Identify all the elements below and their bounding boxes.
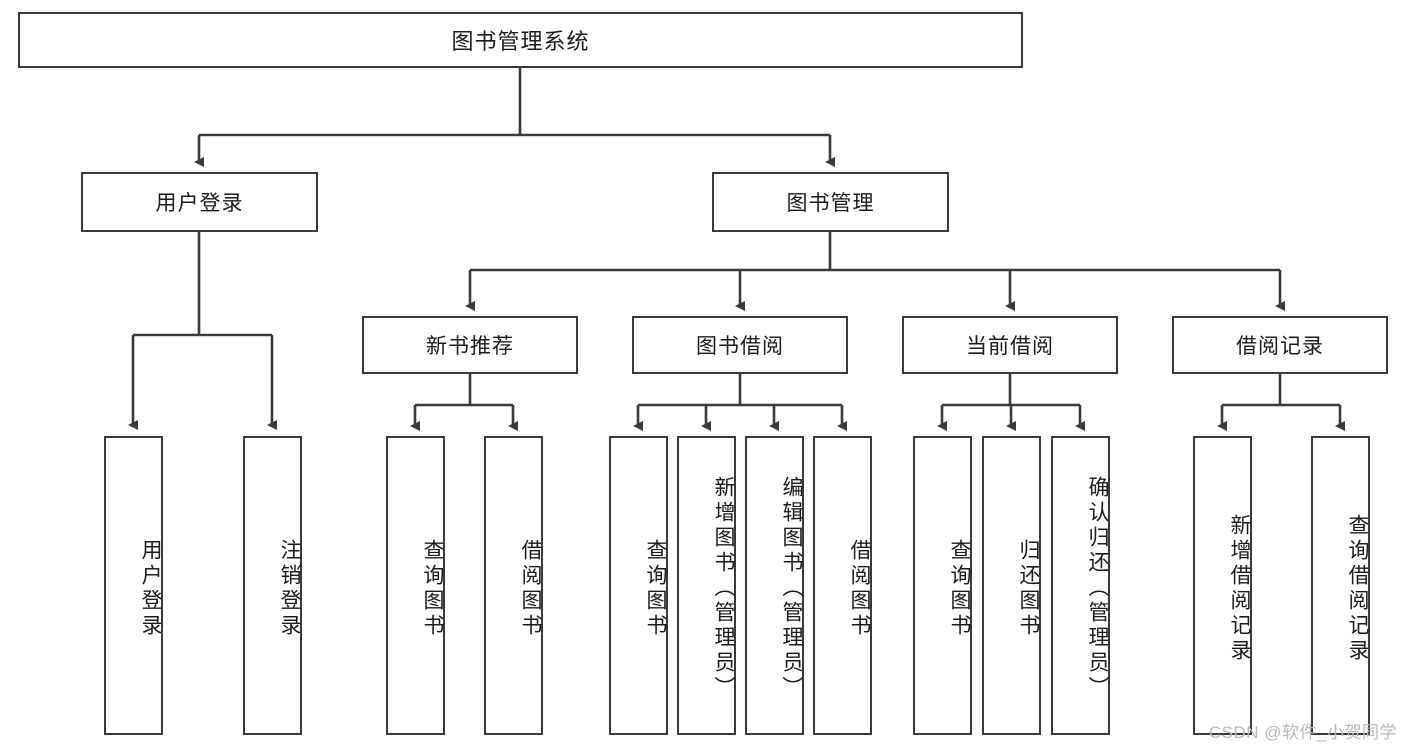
node-borrow-record[interactable]: 借阅记录 bbox=[1172, 316, 1388, 374]
node-label: 编辑图书（管理员） bbox=[780, 476, 803, 701]
leaf-edit-book[interactable]: 编辑图书（管理员） bbox=[745, 436, 804, 735]
node-label: 图书借阅 bbox=[696, 335, 784, 358]
node-book-management[interactable]: 图书管理 bbox=[712, 172, 949, 232]
node-label: 借阅图书 bbox=[519, 538, 542, 639]
node-label: 查询图书 bbox=[644, 538, 667, 639]
node-label: 新增图书（管理员） bbox=[712, 476, 735, 701]
node-label: 确认归还（管理员） bbox=[1086, 476, 1109, 701]
leaf-return-book[interactable]: 归还图书 bbox=[982, 436, 1041, 735]
node-label: 当前借阅 bbox=[966, 335, 1054, 358]
node-label: 新书推荐 bbox=[426, 335, 514, 358]
leaf-confirm-return[interactable]: 确认归还（管理员） bbox=[1051, 436, 1110, 735]
leaf-query-record[interactable]: 查询借阅记录 bbox=[1311, 436, 1370, 735]
leaf-query-book-1[interactable]: 查询图书 bbox=[386, 436, 445, 735]
node-label: 图书管理系统 bbox=[451, 29, 590, 54]
node-label: 查询图书 bbox=[421, 538, 444, 639]
node-label: 新增借阅记录 bbox=[1228, 513, 1251, 664]
node-label: 用户登录 bbox=[155, 192, 244, 215]
leaf-user-login[interactable]: 用户登录 bbox=[104, 436, 163, 735]
node-new-book-recommend[interactable]: 新书推荐 bbox=[362, 316, 578, 374]
node-label: 借阅记录 bbox=[1236, 335, 1324, 358]
leaf-borrow-book-2[interactable]: 借阅图书 bbox=[813, 436, 872, 735]
node-label: 归还图书 bbox=[1017, 538, 1040, 639]
watermark-text: CSDN @软件_小贺同学 bbox=[1208, 723, 1397, 742]
leaf-query-book-2[interactable]: 查询图书 bbox=[609, 436, 668, 735]
leaf-add-record[interactable]: 新增借阅记录 bbox=[1193, 436, 1252, 735]
leaf-borrow-book-1[interactable]: 借阅图书 bbox=[484, 436, 543, 735]
node-user-login[interactable]: 用户登录 bbox=[81, 172, 318, 232]
leaf-logout[interactable]: 注销登录 bbox=[243, 436, 302, 735]
node-current-borrow[interactable]: 当前借阅 bbox=[902, 316, 1118, 374]
node-label: 用户登录 bbox=[139, 538, 162, 639]
node-label: 注销登录 bbox=[278, 538, 301, 639]
leaf-add-book[interactable]: 新增图书（管理员） bbox=[677, 436, 736, 735]
node-root-book-management-system[interactable]: 图书管理系统 bbox=[18, 12, 1023, 68]
node-book-borrow[interactable]: 图书借阅 bbox=[632, 316, 848, 374]
node-label: 查询借阅记录 bbox=[1346, 513, 1369, 664]
node-label: 查询图书 bbox=[948, 538, 971, 639]
node-label: 借阅图书 bbox=[848, 538, 871, 639]
node-label: 图书管理 bbox=[786, 192, 875, 215]
leaf-query-book-3[interactable]: 查询图书 bbox=[913, 436, 972, 735]
